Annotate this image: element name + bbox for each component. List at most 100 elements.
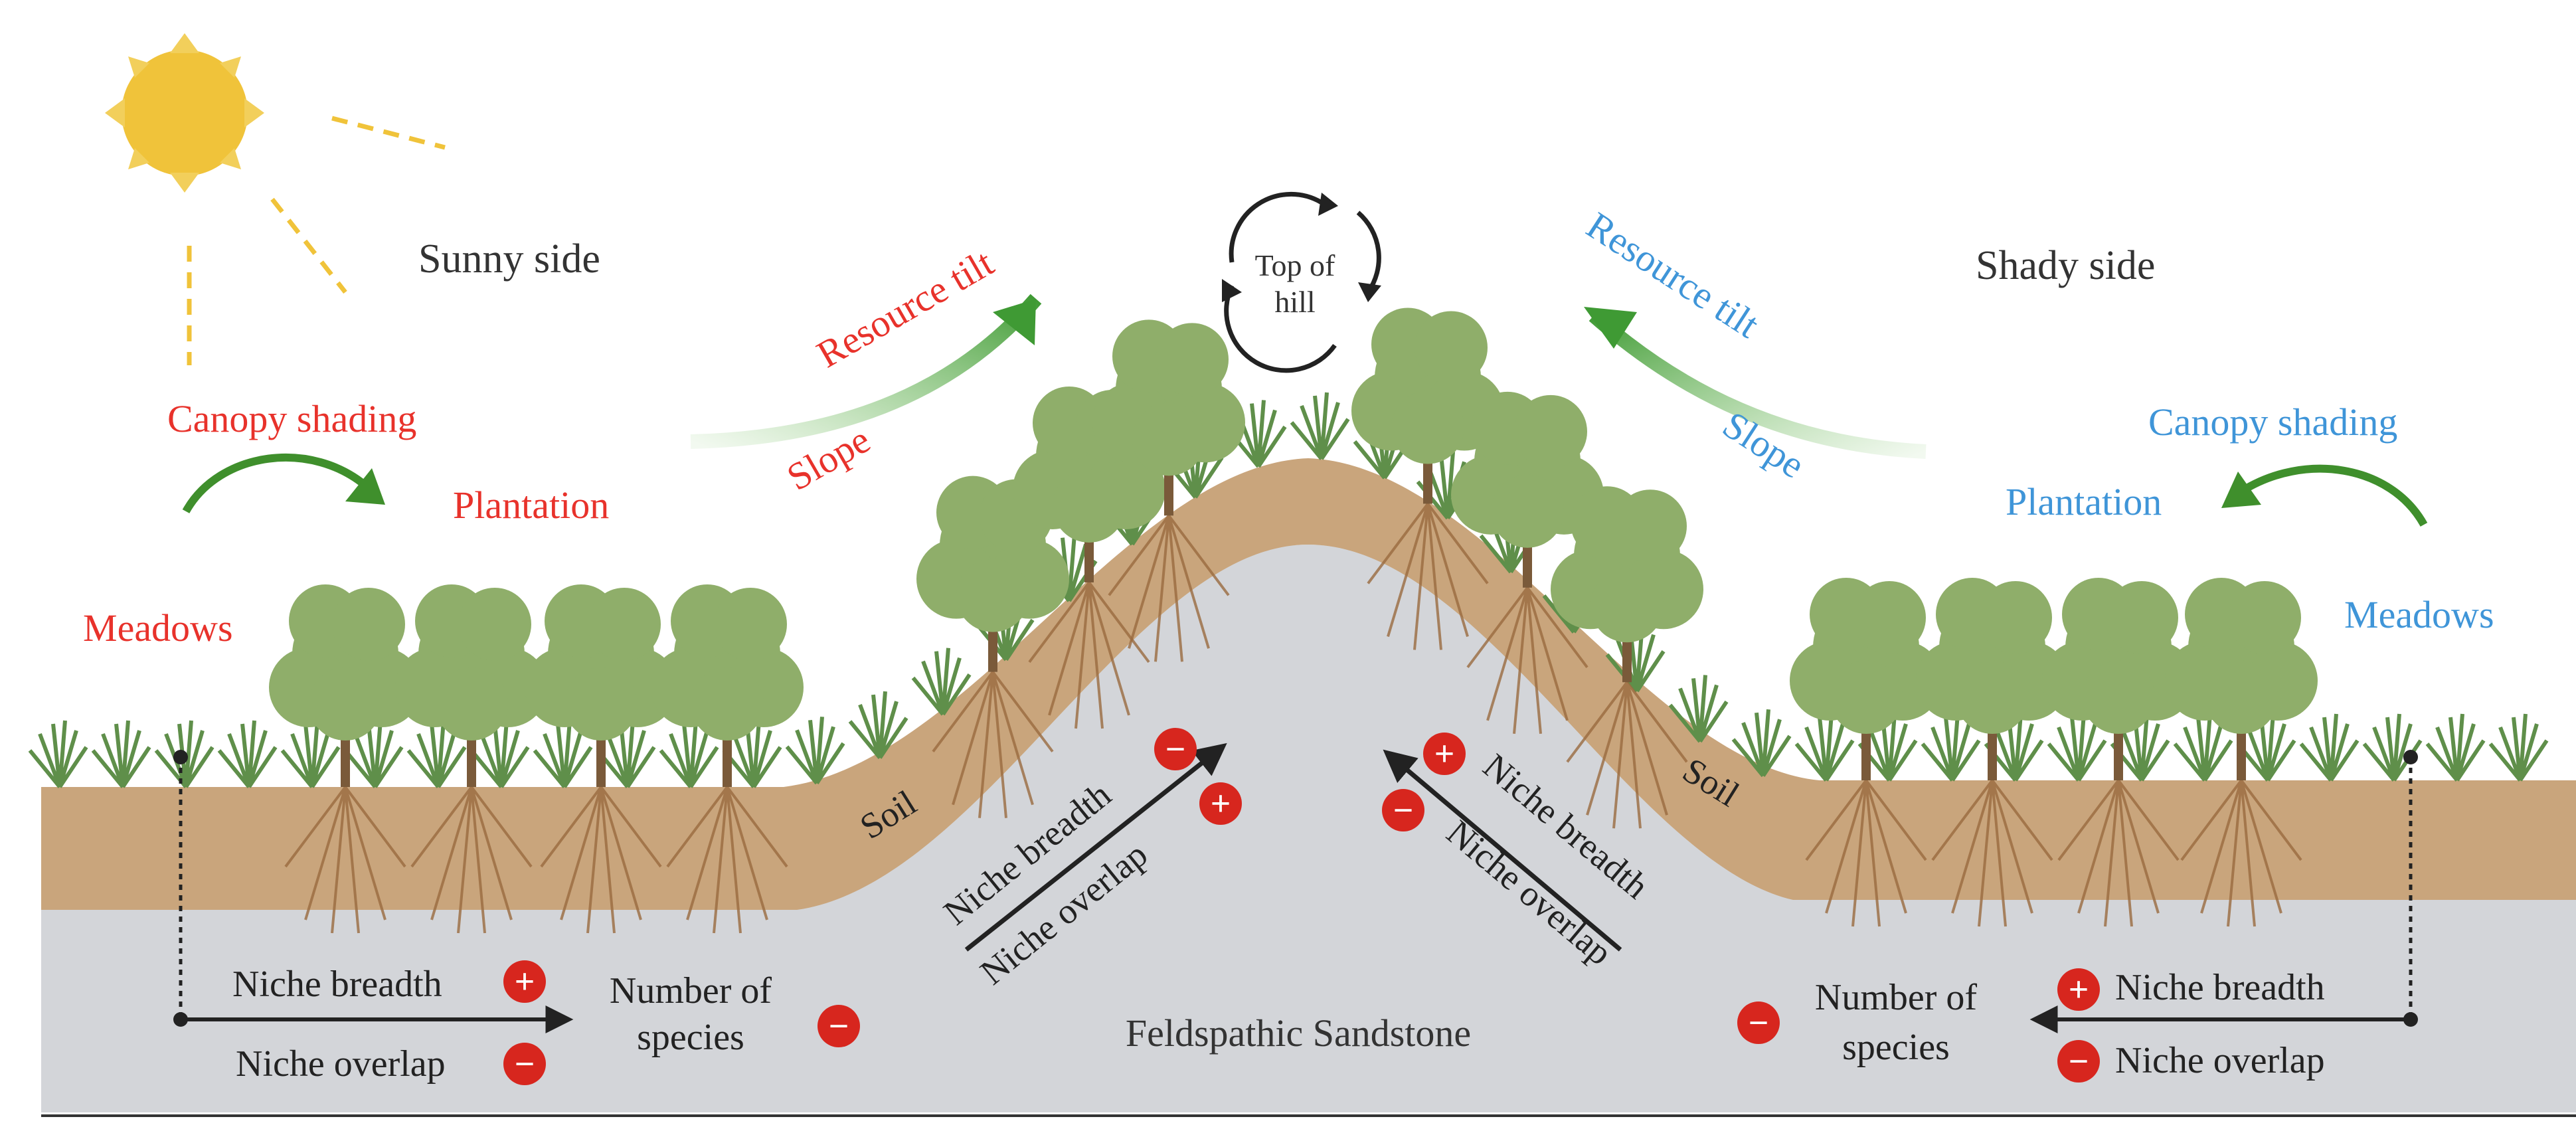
grass-icon xyxy=(659,720,719,788)
tree-icon xyxy=(1551,486,1703,643)
tree-icon xyxy=(2042,578,2195,734)
tree-icon xyxy=(269,584,422,740)
canopy-shading-arrow-left xyxy=(182,453,371,513)
grass-icon xyxy=(1857,713,1918,782)
tree-icon xyxy=(395,584,548,740)
niche-overlap-label-right: Niche overlap xyxy=(2115,1040,2325,1081)
sunny-side-title: Sunny side xyxy=(418,236,600,282)
plus-sign-icon: + xyxy=(1423,733,1466,775)
grass-icon xyxy=(2425,713,2486,782)
grass-icon xyxy=(280,720,341,788)
number-of-species-label-left-2: species xyxy=(637,1017,744,1058)
number-of-species-label-right-2: species xyxy=(1842,1027,1950,1068)
grass-icon xyxy=(2362,713,2423,782)
bedrock-layer xyxy=(41,887,2576,1112)
grass-icon xyxy=(470,720,530,788)
grass-icon xyxy=(91,720,151,788)
number-of-species-label-left-1: Number of xyxy=(610,970,772,1011)
niche-overlap-label-left: Niche overlap xyxy=(236,1043,446,1085)
grass-icon xyxy=(1731,709,1792,778)
slope-arrow-right xyxy=(1383,749,1622,952)
sun-icon xyxy=(105,33,446,365)
plantation-label-right: Plantation xyxy=(2006,480,2162,523)
minus-sign-icon: − xyxy=(1737,1001,1780,1044)
meadows-label-right: Meadows xyxy=(2344,593,2494,636)
minus-sign-icon: − xyxy=(1382,789,1424,831)
roots-icon xyxy=(2057,779,2180,927)
niche-breadth-label-right: Niche breadth xyxy=(2115,967,2325,1008)
svg-text:+: + xyxy=(2069,970,2089,1009)
tree-icon xyxy=(1351,307,1504,464)
minus-sign-icon: − xyxy=(2057,1040,2100,1083)
svg-text:+: + xyxy=(515,962,535,1001)
svg-text:+: + xyxy=(1434,734,1455,774)
tree-icon xyxy=(525,584,677,740)
roots-icon xyxy=(1367,503,1489,650)
grass-icon xyxy=(28,720,88,788)
grass-icon xyxy=(2173,713,2233,782)
top-of-hill-line2: hill xyxy=(1274,285,1315,319)
grass-icon xyxy=(2236,713,2296,782)
grass-icon xyxy=(533,720,593,788)
grass-icon xyxy=(2047,713,2107,782)
canopy-shading-label-left: Canopy shading xyxy=(167,397,416,440)
grass-icon xyxy=(1290,392,1350,460)
cycle-icon xyxy=(1222,191,1381,373)
minus-sign-icon: − xyxy=(503,1043,546,1085)
grass-icon xyxy=(1921,713,1981,782)
grass-icon xyxy=(785,717,845,785)
tree-icon xyxy=(1916,578,2069,734)
grass-icon xyxy=(217,720,278,788)
grass-icon xyxy=(848,691,908,759)
svg-text:−: − xyxy=(2069,1041,2089,1081)
slope-arrow-left xyxy=(964,742,1227,952)
resource-tilt-arrowhead-left xyxy=(993,299,1036,345)
niche-breadth-label-left: Niche breadth xyxy=(232,964,442,1005)
tree-icon xyxy=(1092,319,1245,476)
resource-tilt-arrow-right xyxy=(1589,309,1927,459)
grass-icon xyxy=(2110,713,2170,782)
resource-tilt-arrow-left xyxy=(690,294,1042,449)
canopy-shading-arrow-right xyxy=(2239,464,2428,527)
shady-side-title: Shady side xyxy=(1976,243,2155,288)
plus-sign-icon: + xyxy=(2057,968,2100,1011)
plantation-label-left: Plantation xyxy=(453,483,609,527)
roots-icon xyxy=(284,786,406,934)
grass-icon xyxy=(406,720,467,788)
resource-tilt-arrowhead-right xyxy=(1584,307,1637,349)
meadows-label-left: Meadows xyxy=(83,606,233,650)
tree-icon xyxy=(2165,578,2318,734)
vegetation-layer xyxy=(28,307,2549,934)
bedrock-hill xyxy=(764,545,1859,916)
roots-icon xyxy=(1028,581,1150,729)
canopy-shading-label-right: Canopy shading xyxy=(2148,400,2397,444)
grass-icon xyxy=(2488,713,2549,782)
grass-icon xyxy=(1984,713,2044,782)
svg-text:−: − xyxy=(1749,1003,1769,1043)
roots-icon xyxy=(2180,779,2302,927)
grass-icon xyxy=(2299,713,2360,782)
tree-icon xyxy=(651,584,804,740)
tree-icon xyxy=(1790,578,1942,734)
minus-sign-icon: − xyxy=(1154,728,1197,770)
tree-icon xyxy=(1451,391,1604,548)
roots-icon xyxy=(1566,681,1688,829)
grass-icon xyxy=(596,720,656,788)
soil-layer xyxy=(41,458,2576,910)
grass-icon xyxy=(1794,713,1855,782)
roots-icon xyxy=(1466,586,1589,735)
svg-text:+: + xyxy=(1211,784,1231,824)
svg-text:−: − xyxy=(515,1044,535,1084)
number-of-species-label-right-1: Number of xyxy=(1815,977,1978,1018)
top-of-hill-line1: Top of xyxy=(1255,248,1335,282)
plus-sign-icon: + xyxy=(503,960,546,1003)
roots-icon xyxy=(410,786,533,934)
plus-sign-icon: + xyxy=(1199,782,1242,825)
canopy-shading-arrowhead-right xyxy=(2221,472,2261,508)
roots-icon xyxy=(666,786,788,934)
canopy-shading-arrowhead-left xyxy=(345,468,385,505)
bedrock-label: Feldspathic Sandstone xyxy=(1126,1011,1471,1055)
roots-icon xyxy=(1931,779,2053,927)
svg-text:−: − xyxy=(829,1006,849,1046)
